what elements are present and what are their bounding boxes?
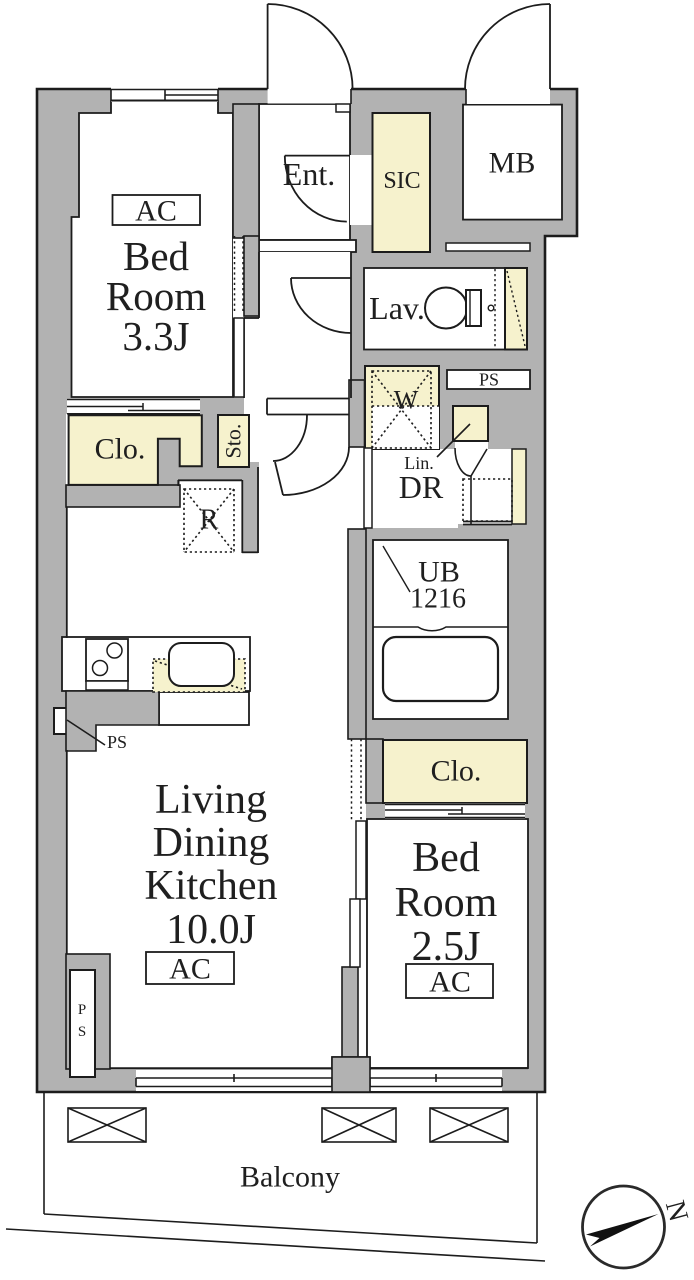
svg-text:MB: MB <box>489 147 536 180</box>
svg-text:AC: AC <box>135 195 177 228</box>
svg-text:Room: Room <box>106 273 206 319</box>
svg-text:1216: 1216 <box>410 584 466 615</box>
svg-text:R: R <box>200 505 219 536</box>
svg-text:S: S <box>78 1024 86 1040</box>
svg-text:Bed: Bed <box>123 233 189 279</box>
svg-text:Living: Living <box>155 777 267 823</box>
svg-text:10.0J: 10.0J <box>166 907 256 953</box>
svg-text:Kitchen: Kitchen <box>145 863 278 909</box>
svg-text:Clo.: Clo. <box>431 755 482 788</box>
svg-text:2.5J: 2.5J <box>412 924 481 970</box>
svg-text:Bed: Bed <box>412 835 480 881</box>
svg-text:W: W <box>394 386 419 415</box>
svg-text:PS: PS <box>479 370 499 390</box>
svg-text:PS: PS <box>107 732 127 752</box>
svg-text:AC: AC <box>169 953 211 986</box>
svg-text:Room: Room <box>395 880 498 926</box>
svg-text:3.3J: 3.3J <box>122 313 189 359</box>
svg-text:Lin.: Lin. <box>404 453 434 473</box>
svg-text:P: P <box>78 1002 86 1018</box>
svg-text:DR: DR <box>399 469 444 505</box>
svg-text:Sto.: Sto. <box>221 424 246 459</box>
svg-text:AC: AC <box>429 966 471 999</box>
svg-text:Clo.: Clo. <box>95 433 146 466</box>
svg-text:Balcony: Balcony <box>240 1161 340 1194</box>
svg-text:Dining: Dining <box>153 820 270 866</box>
svg-text:Lav.: Lav. <box>369 290 425 326</box>
svg-text:UB: UB <box>418 556 460 589</box>
svg-text:SIC: SIC <box>383 168 420 194</box>
svg-text:Ent.: Ent. <box>283 156 335 192</box>
